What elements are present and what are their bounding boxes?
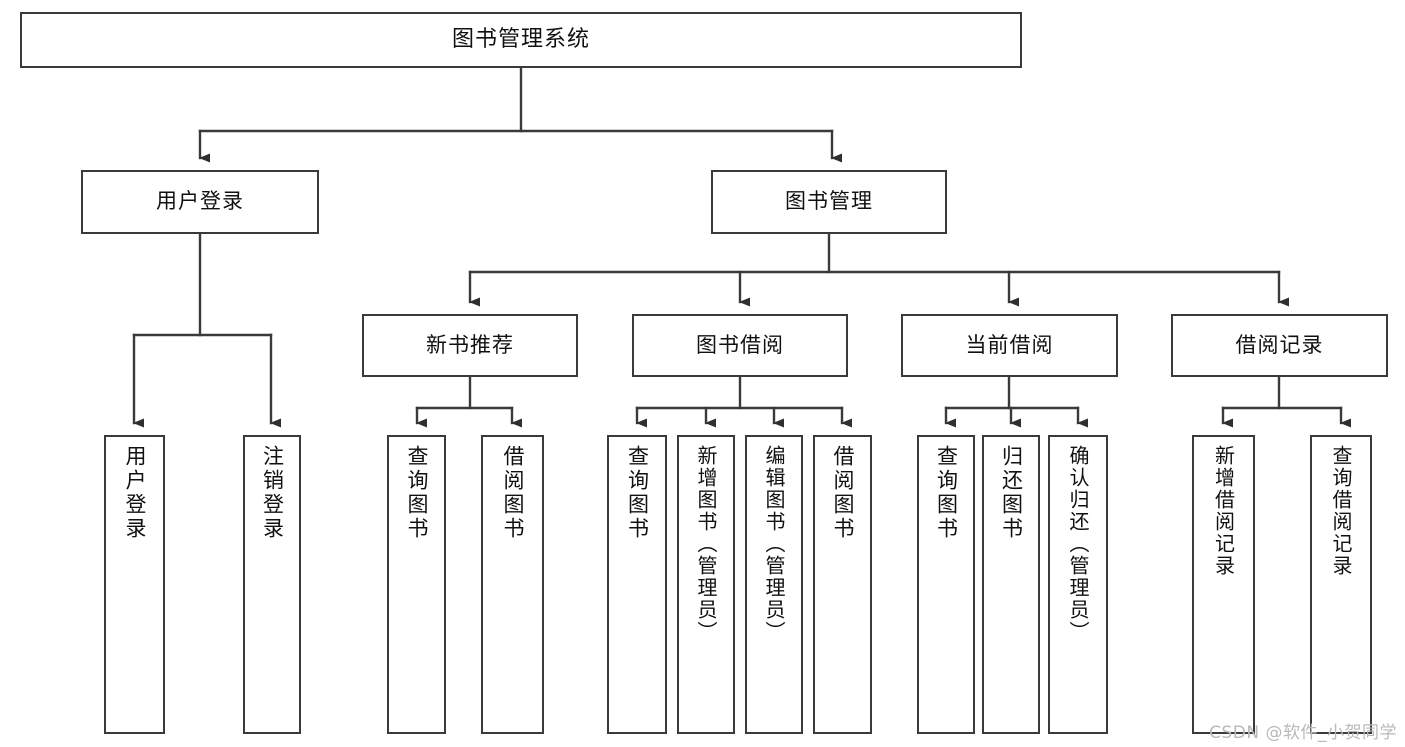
node-level2-book-borrow[interactable]: 图书借阅 (632, 314, 848, 377)
node-leaf-edit-book-admin[interactable]: 编辑图书（管理员） (745, 435, 803, 734)
node-level2-new-book-recommend[interactable]: 新书推荐 (362, 314, 578, 377)
node-leaf-return-book-label: 归还图书 (999, 445, 1024, 541)
node-leaf-query-borrow-record[interactable]: 查询借阅记录 (1310, 435, 1372, 734)
node-level1-user-login-label: 用户登录 (156, 189, 244, 214)
node-level1-book-management-label: 图书管理 (785, 189, 873, 214)
node-level1-book-management[interactable]: 图书管理 (711, 170, 947, 234)
node-leaf-query-book-borrow-label: 查询图书 (625, 445, 650, 541)
node-leaf-borrow-book[interactable]: 借阅图书 (813, 435, 872, 734)
node-level2-current-borrow[interactable]: 当前借阅 (901, 314, 1118, 377)
node-leaf-query-book-recommend-label: 查询图书 (405, 445, 429, 541)
node-leaf-logout[interactable]: 注销登录 (243, 435, 301, 734)
node-leaf-return-book[interactable]: 归还图书 (982, 435, 1040, 734)
watermark-text: CSDN @软件_小贺同学 (1209, 723, 1397, 743)
node-leaf-query-book-current[interactable]: 查询图书 (917, 435, 975, 734)
node-leaf-query-borrow-record-label: 查询借阅记录 (1329, 445, 1353, 577)
node-leaf-add-book-admin-label: 新增图书（管理员） (694, 445, 718, 643)
node-leaf-borrow-book-label: 借阅图书 (831, 445, 855, 541)
node-level1-user-login[interactable]: 用户登录 (81, 170, 319, 234)
node-leaf-logout-label: 注销登录 (260, 445, 285, 541)
node-leaf-add-borrow-record[interactable]: 新增借阅记录 (1192, 435, 1255, 734)
node-leaf-borrow-book-recommend-label: 借阅图书 (501, 445, 525, 541)
node-level2-current-borrow-label: 当前借阅 (965, 332, 1054, 357)
node-root-label: 图书管理系统 (451, 26, 590, 52)
node-level2-new-book-recommend-label: 新书推荐 (426, 332, 514, 357)
node-leaf-query-book-current-label: 查询图书 (934, 445, 959, 541)
node-leaf-user-login[interactable]: 用户登录 (104, 435, 165, 734)
node-leaf-add-book-admin[interactable]: 新增图书（管理员） (677, 435, 735, 734)
node-leaf-borrow-book-recommend[interactable]: 借阅图书 (481, 435, 544, 734)
node-leaf-query-book-recommend[interactable]: 查询图书 (387, 435, 446, 734)
node-leaf-user-login-label: 用户登录 (123, 445, 147, 541)
node-leaf-edit-book-admin-label: 编辑图书（管理员） (762, 445, 786, 643)
node-leaf-query-book-borrow[interactable]: 查询图书 (607, 435, 667, 734)
node-level2-book-borrow-label: 图书借阅 (696, 332, 784, 357)
node-leaf-confirm-return-admin[interactable]: 确认归还（管理员） (1048, 435, 1108, 734)
node-leaf-confirm-return-admin-label: 确认归还（管理员） (1066, 445, 1090, 643)
node-level2-borrow-record-label: 借阅记录 (1235, 332, 1324, 357)
node-leaf-add-borrow-record-label: 新增借阅记录 (1211, 445, 1236, 577)
node-root[interactable]: 图书管理系统 (20, 12, 1022, 68)
node-level2-borrow-record[interactable]: 借阅记录 (1171, 314, 1388, 377)
